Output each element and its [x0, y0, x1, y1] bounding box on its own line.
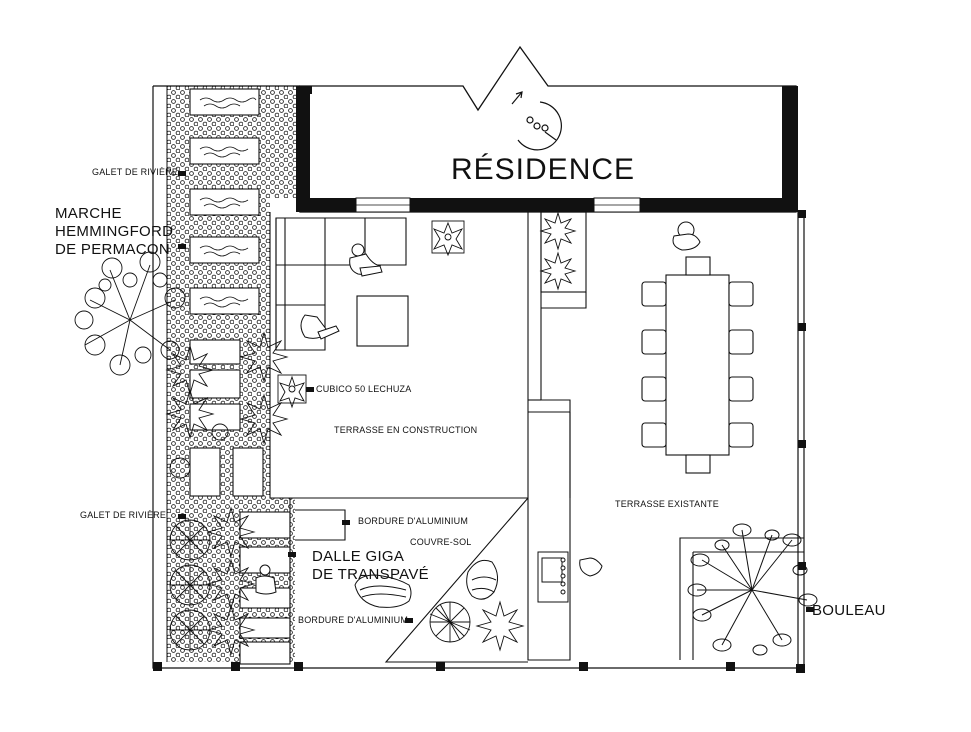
label-couvre-sol: COUVRE-SOL: [410, 537, 472, 547]
label-bouleau: BOULEAU: [812, 602, 886, 619]
residence-title: RÉSIDENCE: [451, 153, 636, 186]
stone-ripples: [199, 97, 257, 308]
fence-posts: [153, 210, 806, 673]
plant-icons: [165, 211, 577, 656]
label-bordure-top: BORDURE D'ALUMINIUM: [358, 516, 469, 526]
label-bordure-bottom: BORDURE D'ALUMINIUM: [298, 615, 409, 625]
label-marche-3: DE PERMACON: [55, 241, 170, 258]
dining-table: [641, 256, 754, 474]
label-dalle-1: DALLE GIGA: [312, 548, 405, 565]
label-terrasse-existante: TERRASSE EXISTANTE: [615, 499, 719, 509]
person-on-sofa-icon: [300, 243, 383, 340]
label-leaders: [178, 171, 814, 623]
label-cubico: CUBICO 50 LECHUZA: [316, 384, 412, 394]
label-marche-1: MARCHE: [55, 205, 122, 222]
label-terrasse-construction: TERRASSE EN CONSTRUCTION: [334, 425, 478, 435]
stepping-stones: [189, 88, 291, 665]
bbq-icon: [537, 551, 569, 603]
existing-terrace: [527, 211, 804, 661]
label-galet-top: GALET DE RIVIÈRE: [92, 167, 179, 177]
label-galet-bottom: GALET DE RIVIÈRE: [80, 510, 167, 520]
lounge-chair-icon: [354, 559, 498, 608]
person-standing-icon: [579, 221, 701, 577]
label-dalle-2: DE TRANSPAVÉ: [312, 566, 429, 583]
construction-terrace: [269, 212, 529, 663]
person-seated-icon: [255, 564, 277, 595]
label-marche-2: HEMMINGFORD: [55, 223, 174, 240]
coffee-table: [356, 295, 409, 347]
compass-icon: [511, 91, 562, 151]
tree-icon: [74, 251, 186, 376]
